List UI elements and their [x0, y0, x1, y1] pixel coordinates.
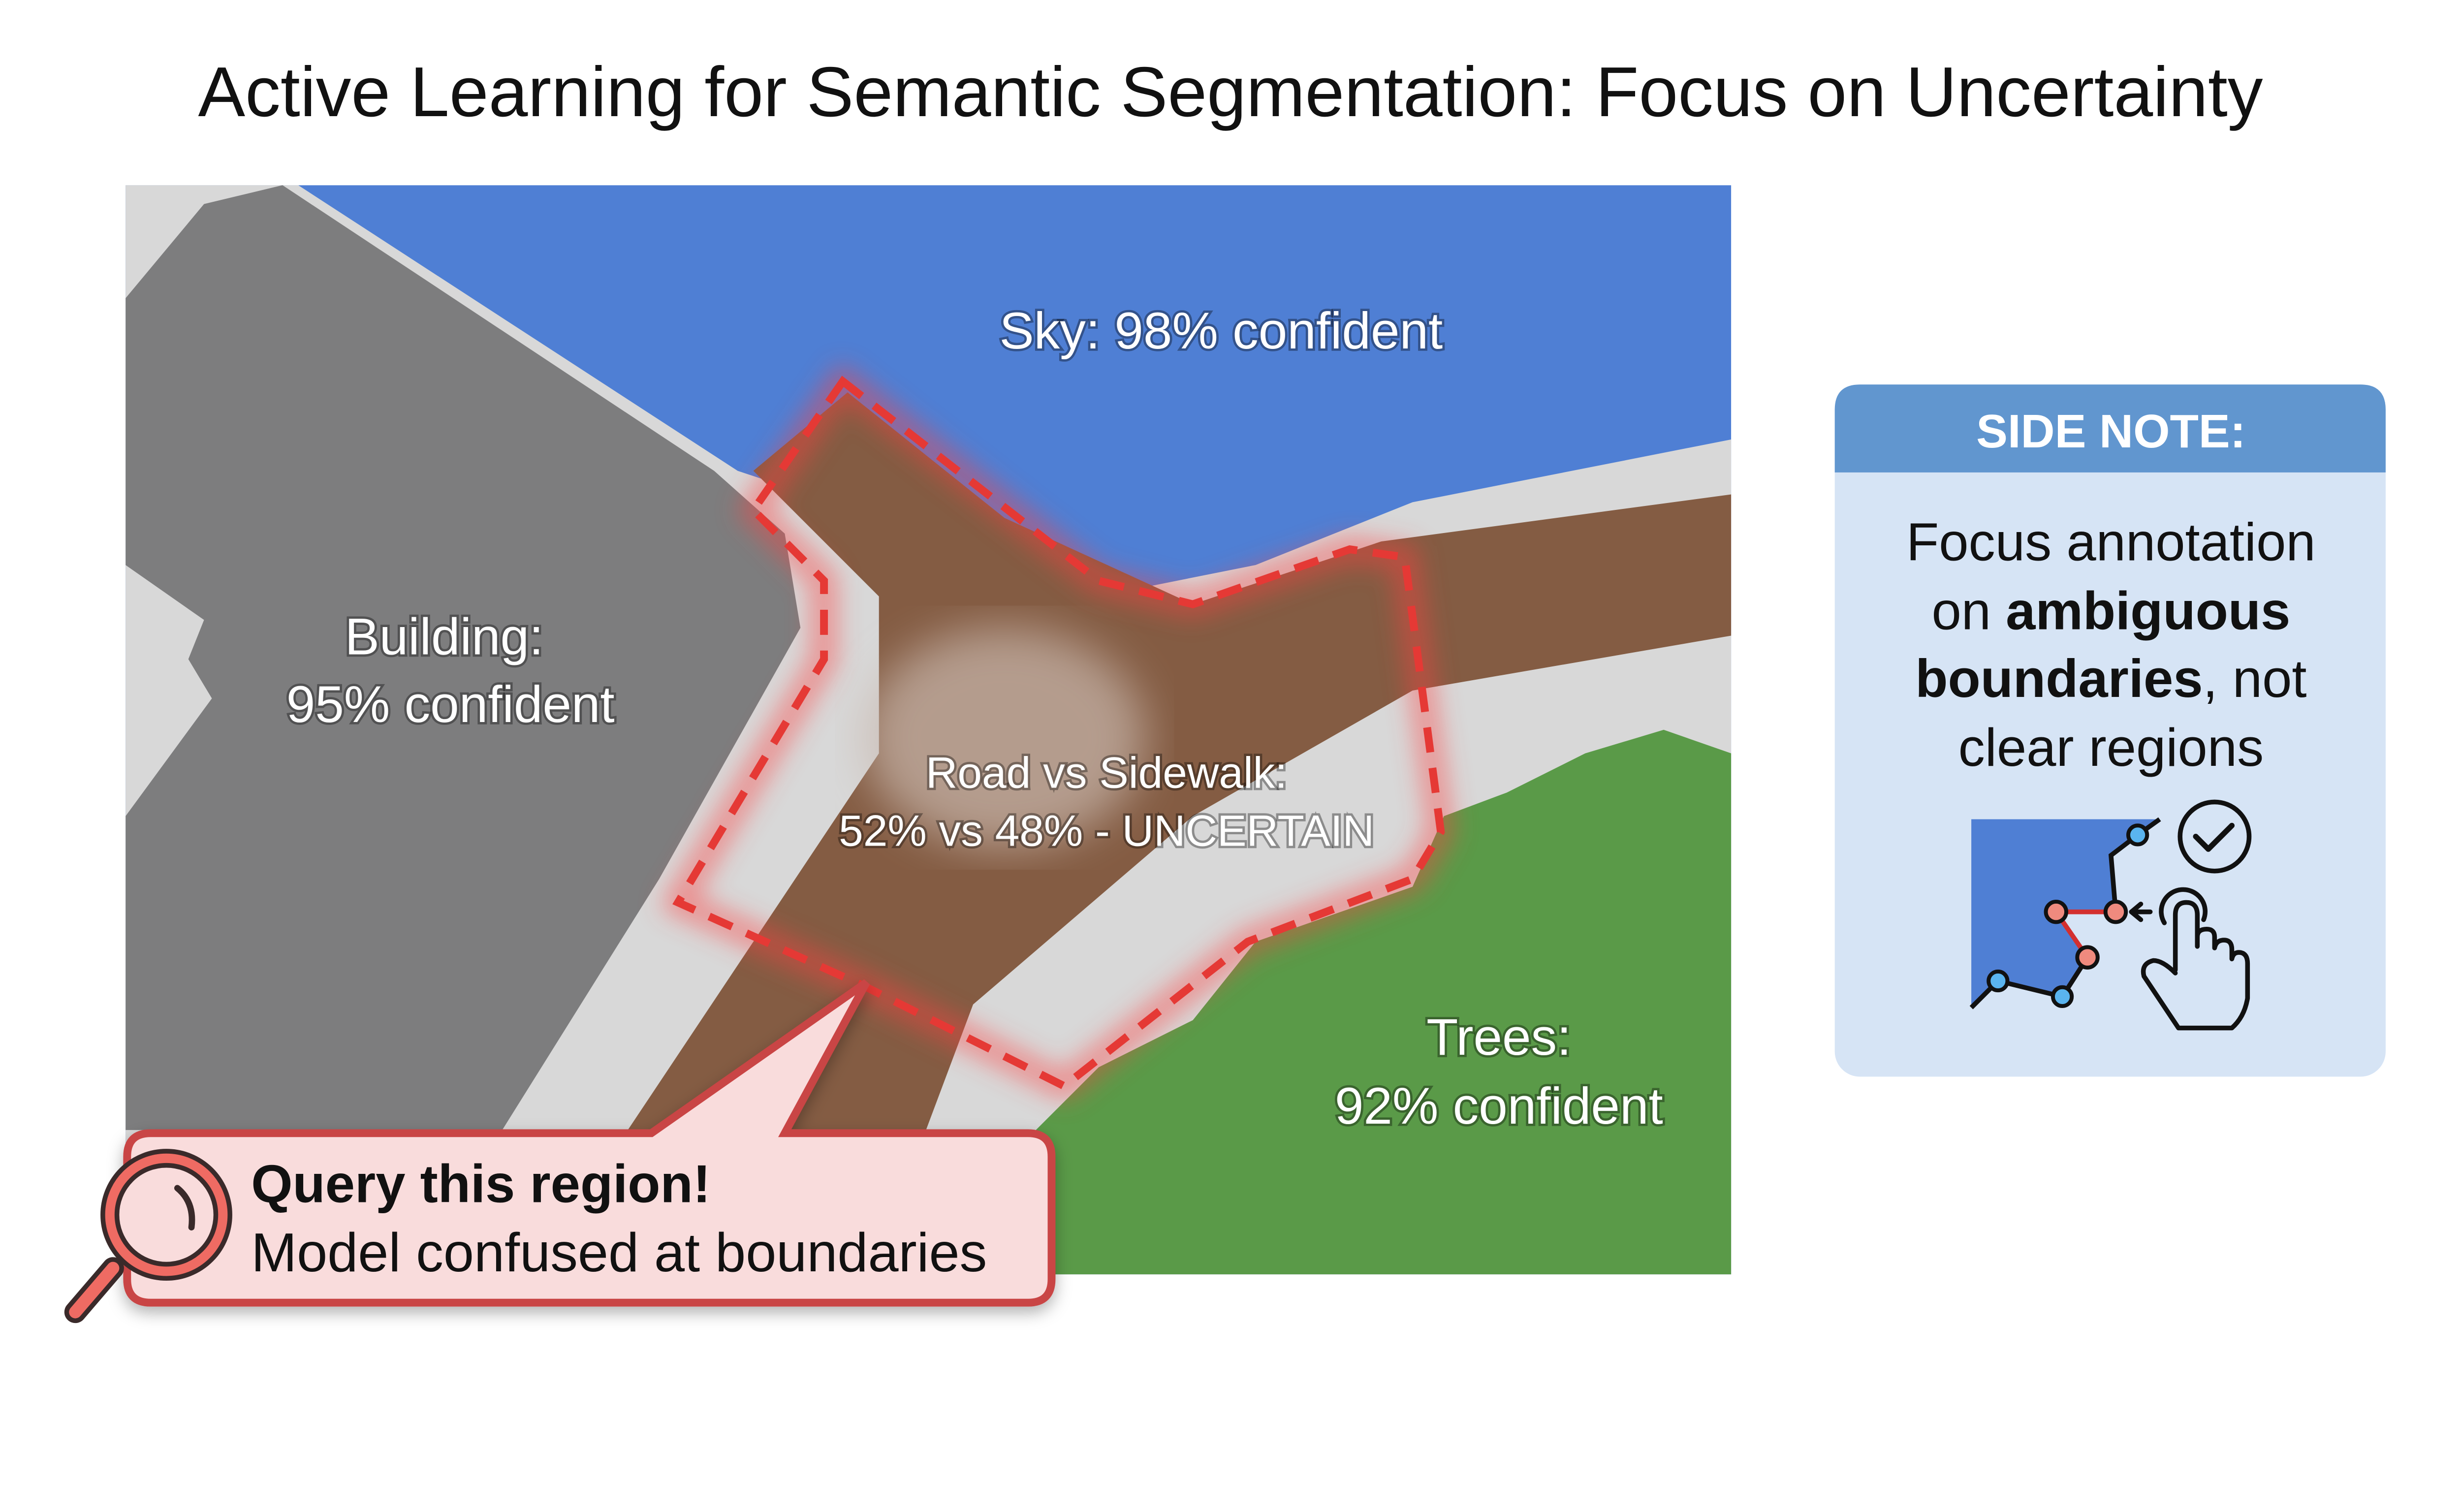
- callout-subtitle: Model confused at boundaries: [251, 1222, 987, 1283]
- road-region: [628, 392, 1732, 1130]
- side-note-line3-post: , not: [2203, 649, 2307, 708]
- side-note-line3: boundaries, not: [1915, 649, 2306, 708]
- uncertain-label-line2: 52% vs 48% - UNCERTAIN: [839, 806, 1374, 855]
- callout-title: Query this region!: [251, 1154, 711, 1214]
- boundary-points-icon: [1969, 817, 2161, 1009]
- side-note-line4: clear regions: [1958, 718, 2264, 777]
- pointing-hand-icon: [2129, 887, 2250, 1031]
- uncertain-region-outline: [672, 376, 1445, 1091]
- query-callout: [123, 979, 1056, 1307]
- building-label-line1: Building:: [345, 608, 544, 666]
- side-note-line2-bold: ambiguous: [2006, 581, 2290, 641]
- trees-label-line2: 92% confident: [1335, 1077, 1663, 1135]
- side-note-line2-pre: on: [1931, 581, 2006, 641]
- side-note-line2: on ambiguous: [1931, 581, 2290, 641]
- uncertain-label-line1: Road vs Sidewalk:: [926, 748, 1287, 797]
- side-note-header: SIDE NOTE:: [1976, 405, 2245, 458]
- check-circle-icon: [2177, 799, 2252, 874]
- diagram-canvas: Active Learning for Semantic Segmentatio…: [64, 53, 2386, 1323]
- side-note-panel: SIDE NOTE: Focus annotation on ambiguous…: [1834, 384, 2386, 1077]
- side-note-line1: Focus annotation: [1906, 512, 2316, 571]
- side-note-line3-bold: boundaries: [1915, 649, 2203, 708]
- callout-bubble: [123, 979, 1056, 1307]
- segmentation-map: Sky: 98% confident Building: 95% confide…: [126, 185, 1732, 1275]
- magnifier-icon: [64, 1149, 232, 1323]
- trees-region: [1036, 729, 1732, 1275]
- building-label-line2: 95% confident: [286, 676, 615, 733]
- building-region: [126, 185, 801, 1130]
- page-title: Active Learning for Semantic Segmentatio…: [198, 53, 2263, 131]
- trees-label-line1: Trees:: [1426, 1008, 1571, 1066]
- sky-label: Sky: 98% confident: [1000, 302, 1443, 360]
- uncertain-blur: [863, 628, 1146, 848]
